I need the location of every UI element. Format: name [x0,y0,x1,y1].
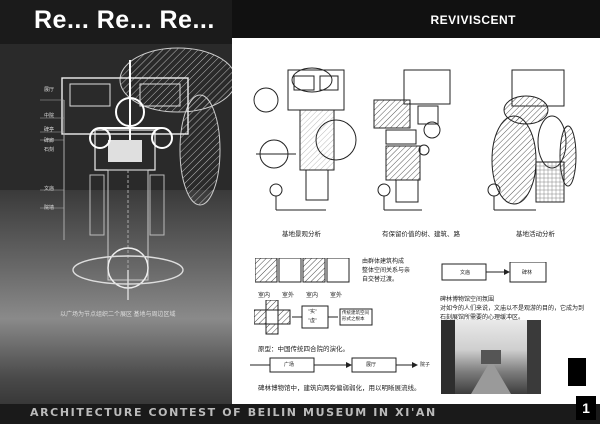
flow-end-label: 院子 [420,363,431,368]
plan-label: 展厅 [44,88,55,93]
courtyard-photo [441,320,541,394]
atmosphere-diagram [441,262,547,283]
brand-label: REVIVISCENT [430,13,516,27]
activity-analysis-diagram [487,69,577,211]
plan-label: 碑亭 [44,128,55,133]
flow-box-label: 展厅 [366,363,377,368]
inside-outside-strip [255,258,350,283]
atmo-text: 石刻展馆所需要的心理缓冲区。 [440,315,525,321]
atmo-text: 碑林博物馆空间氛围 [440,297,495,303]
page-number: 1 [576,396,596,420]
diagram-caption: 基地景观分析 [282,231,321,238]
stone-lion-photo [0,190,232,424]
preserved-value-diagram [373,69,451,211]
page-title: Re... Re... Re... [34,6,215,34]
courtyard-label: "实" [308,310,318,315]
diagram-caption: 有保留价值的树、建筑、路 [382,231,460,238]
strip-label: 室内 [306,293,319,299]
small-black-block [568,358,586,386]
plan-label: 碑廊 [44,139,55,144]
footer-band: ARCHITECTURE CONTEST OF BEILIN MUSEUM IN… [0,404,600,424]
plan-label: 院墙 [44,206,55,211]
footer-band-text: ARCHITECTURE CONTEST OF BEILIN MUSEUM IN… [30,406,437,419]
gradient-text: 由群体建筑构成 [362,259,405,265]
strip-label: 室外 [282,293,295,299]
title-band [0,0,232,44]
left-panel: 展厅 中院 碑亭 碑廊 石刻 文庙 院墙 以广场为节点组织二个展区 基地与周边区… [0,0,232,424]
strip-label: 室外 [330,293,343,299]
gradient-text: 整体空间关系与亲 [362,268,411,274]
left-caption: 以广场为节点组织二个展区 基地与周边区域 [60,312,176,318]
atmo-box-label: 碑林 [522,271,533,276]
diagram-caption: 基地活动分析 [516,231,555,238]
strip-label: 室内 [258,293,271,299]
landscape-analysis-diagram [253,67,357,211]
top-bar: REVIVISCENT [232,0,600,38]
courtyard-prototype-diagram [254,300,373,335]
plan-label: 文庙 [44,187,55,192]
site-analysis-diagrams [253,67,577,211]
prototype-label: 传统建筑空间 形式之根本 [342,310,369,321]
gradient-text: 自交替过渡。 [362,277,399,283]
plan-label: 石刻 [44,148,55,153]
site-plan-drawing [40,47,232,300]
plan-label: 中院 [44,114,55,119]
flow-caption: 碑林博物馆中，建筑向两旁偏弱弱化，用以明晰展流线。 [258,385,421,392]
flow-box-label: 广场 [284,363,295,368]
courtyard-label: "虚" [308,319,318,324]
flow-diagram [250,357,418,373]
atmo-box-label: 文庙 [460,271,471,276]
prototype-caption: 原型：中国传统四合院的演化。 [258,346,349,353]
atmo-text: 对如今的人们来说，文庙以不是观游的目的，它成为到 [440,306,585,312]
